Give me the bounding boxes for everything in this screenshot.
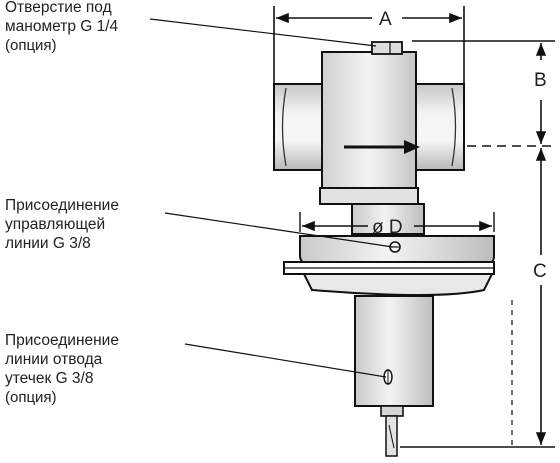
gauge-port-leader — [149, 18, 377, 47]
control-line-callout: Присоединение управляющей линии G 3/8 — [5, 196, 119, 253]
dimension-a: A — [273, 6, 465, 96]
control-line-leader — [164, 212, 394, 248]
leak-line-line4: (опция) — [5, 389, 57, 406]
valve-body — [273, 41, 465, 235]
leak-line-line3: утечек G 3/8 — [5, 370, 94, 387]
actuator — [283, 235, 495, 457]
dimension-c: C — [400, 148, 555, 448]
control-line-line1: Присоединение — [5, 197, 119, 214]
dimension-a-label: A — [379, 9, 392, 30]
dimension-d: ø D — [299, 212, 495, 238]
dimension-d-label: ø D — [372, 217, 403, 238]
dimension-b: B — [412, 40, 555, 147]
dimension-b-label: B — [534, 70, 547, 91]
control-line-line2: управляющей — [5, 216, 106, 233]
leak-line-callout: Присоединение линии отвода утечек G 3/8 … — [5, 331, 119, 407]
gauge-port-line3: (опция) — [5, 37, 57, 54]
gauge-port-callout: Отверстие под манометр G 1/4 (опция) — [5, 0, 118, 55]
leak-line-line1: Присоединение — [5, 332, 119, 349]
gauge-port-line1: Отверстие под — [5, 0, 112, 16]
leak-line-leader — [184, 343, 387, 378]
control-line-line3: линии G 3/8 — [5, 235, 91, 252]
leader-lines — [149, 18, 394, 378]
leak-line-line2: линии отвода — [5, 351, 103, 368]
dimension-c-label: C — [533, 261, 547, 282]
gauge-port-line2: манометр G 1/4 — [5, 18, 119, 35]
